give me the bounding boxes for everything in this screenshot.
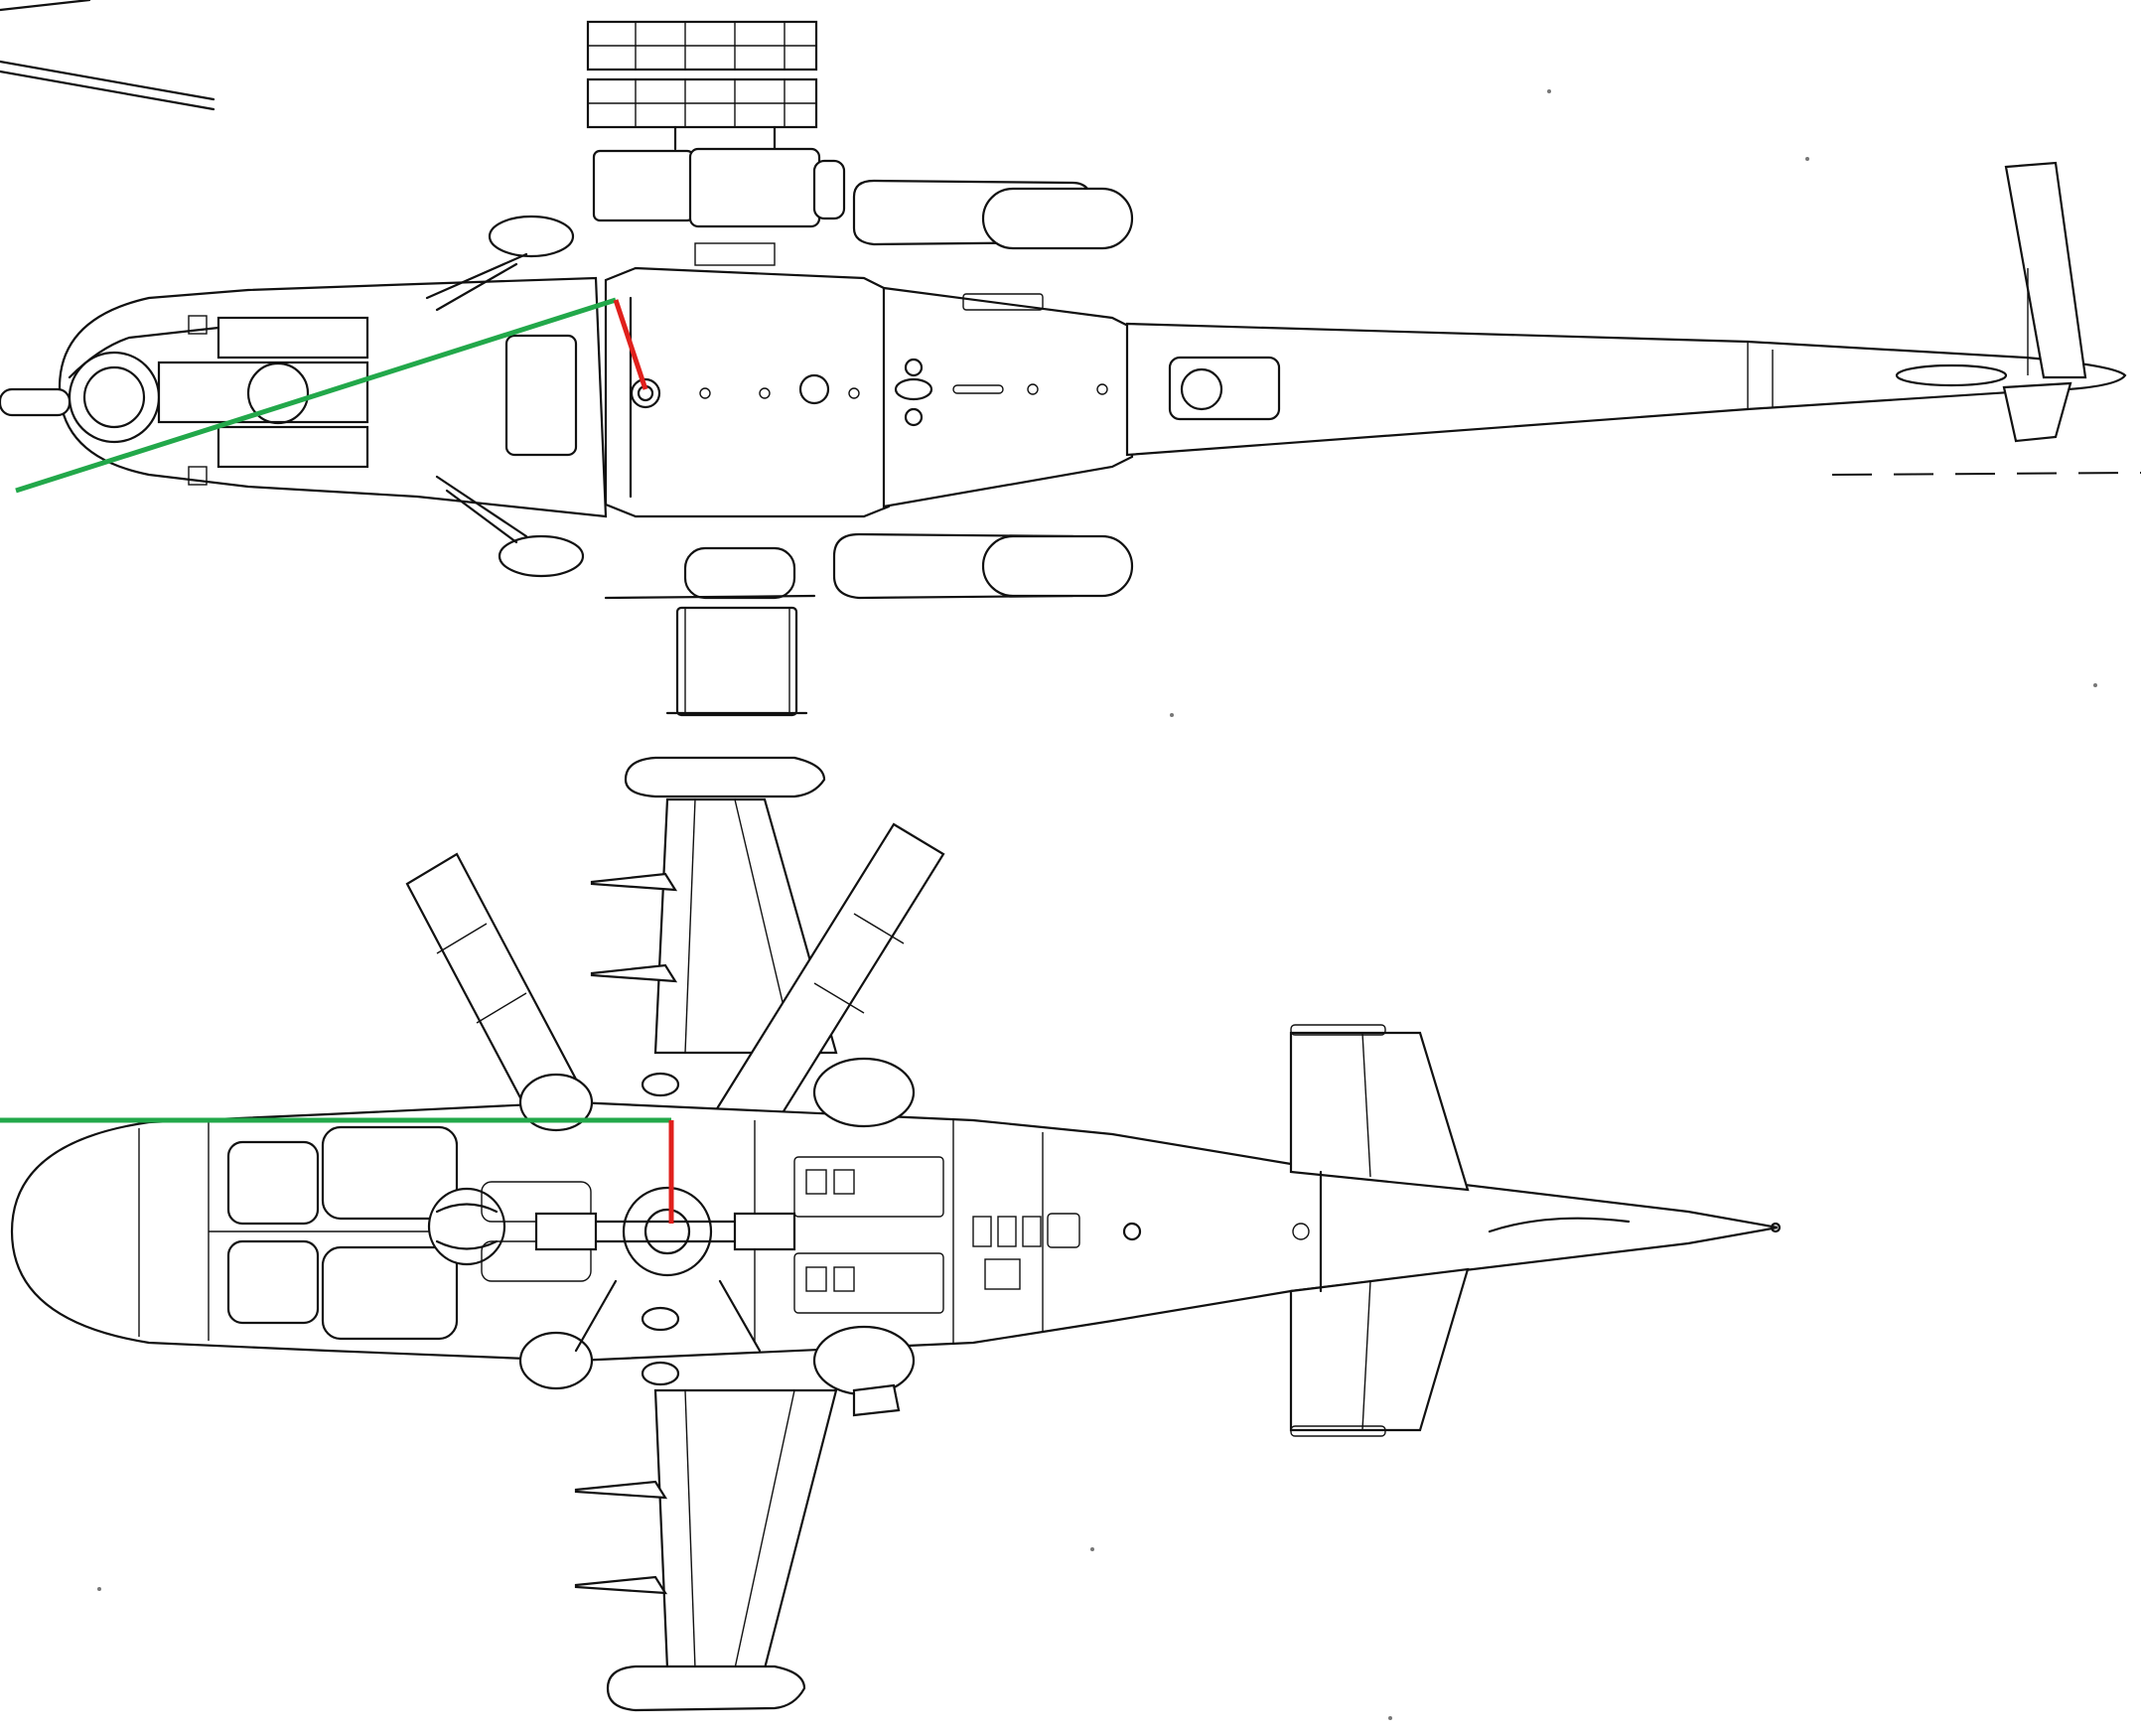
engine-panels xyxy=(518,1057,1142,1417)
horizontal-stabilizer xyxy=(1289,1024,1782,1437)
center-line xyxy=(1831,472,2141,476)
cockpit xyxy=(0,276,608,518)
rocket-pod-upper xyxy=(586,20,818,72)
measurement-overlays xyxy=(0,297,674,1224)
engine-pod-upper xyxy=(592,147,1134,250)
fuselage xyxy=(604,242,1134,518)
engine-pod-lower xyxy=(604,532,1134,600)
scan-noise xyxy=(97,89,2097,1720)
tail-fin xyxy=(2002,161,2087,443)
side-view xyxy=(0,0,2141,717)
green-reference-line-side xyxy=(15,297,617,494)
rotor-blade-edge xyxy=(0,0,215,111)
rotor-hub xyxy=(534,1186,796,1353)
fuselage-top xyxy=(10,1100,1779,1363)
top-view xyxy=(10,756,1782,1712)
rocket-pod-lower xyxy=(586,77,818,151)
red-reference-line-side xyxy=(613,299,648,390)
wing-lower xyxy=(574,1388,838,1712)
tail-boom xyxy=(1125,322,2127,457)
cannon-pod xyxy=(665,606,808,717)
landing-gear-front xyxy=(425,215,585,578)
